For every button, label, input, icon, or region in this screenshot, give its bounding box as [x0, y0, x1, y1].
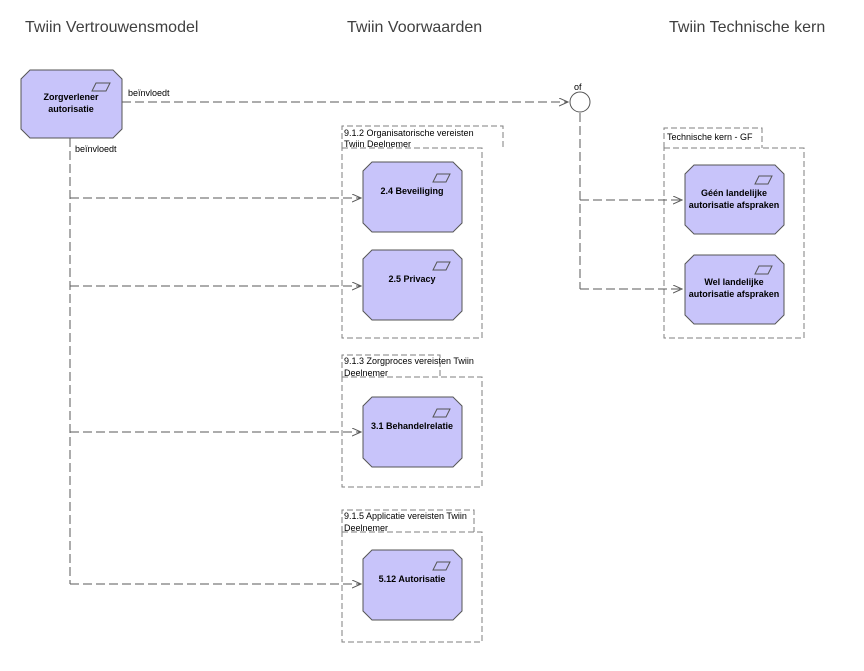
parallelogram-icon — [432, 173, 451, 183]
group-label-line1: Technische kern - GF — [667, 132, 753, 142]
node-label-line1: 3.1 Behandelrelatie — [371, 421, 453, 431]
node-label-line1: 2.4 Beveiliging — [380, 186, 443, 196]
group-label-line2: Deelnemer — [344, 368, 388, 378]
junction-label: of — [574, 82, 582, 92]
group-technische-kern-gf[interactable]: Technische kern - GF — [663, 127, 805, 339]
node-label-line2: autorisatie afspraken — [689, 200, 780, 210]
group-label-line1: 9.1.5 Applicatie vereisten Twiin — [344, 511, 467, 521]
edge-label-beinvloedt-side: beïnvloedt — [75, 144, 117, 154]
node-label-line1: 2.5 Privacy — [388, 274, 435, 284]
node-label-line1: 5.12 Autorisatie — [379, 574, 446, 584]
node-beveiliging[interactable]: 2.4 Beveiliging — [362, 161, 463, 233]
group-applicatie-vereisten[interactable]: 9.1.5 Applicatie vereisten Twiin Deelnem… — [341, 509, 483, 643]
node-behandelrelatie[interactable]: 3.1 Behandelrelatie — [362, 396, 463, 468]
parallelogram-icon — [754, 265, 773, 275]
group-label-line2: Twiin Deelnemer — [344, 139, 411, 149]
column-title-technische-kern: Twiin Technische kern — [669, 19, 825, 36]
edges — [69, 102, 682, 584]
parallelogram-icon — [432, 408, 451, 418]
node-label-line1: Géén landelijke — [701, 188, 767, 198]
node-zorgverlener-autorisatie[interactable]: Zorgverlener autorisatie — [20, 69, 123, 139]
edge-label-beinvloedt-top: beïnvloedt — [128, 88, 170, 98]
node-privacy[interactable]: 2.5 Privacy — [362, 249, 463, 321]
node-label-line2: autorisatie afspraken — [689, 289, 780, 299]
parallelogram-icon — [91, 82, 111, 92]
node-geen-landelijke-afspraken[interactable]: Géén landelijke autorisatie afspraken — [684, 164, 785, 235]
group-organisatorische-vereisten[interactable]: 9.1.2 Organisatorische vereisten Twiin D… — [341, 125, 504, 339]
column-title-voorwaarden: Twiin Voorwaarden — [347, 19, 482, 36]
group-zorgproces-vereisten[interactable]: 9.1.3 Zorgproces vereisten Twiin Deelnem… — [341, 354, 483, 488]
parallelogram-icon — [432, 561, 451, 571]
node-label-line1: Wel landelijke — [704, 277, 763, 287]
column-title-vertrouwensmodel: Twiin Vertrouwensmodel — [25, 19, 198, 36]
node-autorisatie[interactable]: 5.12 Autorisatie — [362, 549, 463, 621]
group-label-line1: 9.1.2 Organisatorische vereisten — [344, 128, 474, 138]
group-label-line2: Deelnemer — [344, 523, 388, 533]
node-wel-landelijke-afspraken[interactable]: Wel landelijke autorisatie afspraken — [684, 254, 785, 325]
parallelogram-icon — [754, 175, 773, 185]
node-label-line2: autorisatie — [48, 104, 94, 114]
parallelogram-icon — [432, 261, 451, 271]
node-label-line1: Zorgverlener — [43, 92, 99, 102]
or-junction[interactable]: of — [569, 82, 591, 113]
group-label-line1: 9.1.3 Zorgproces vereisten Twiin — [344, 356, 474, 366]
